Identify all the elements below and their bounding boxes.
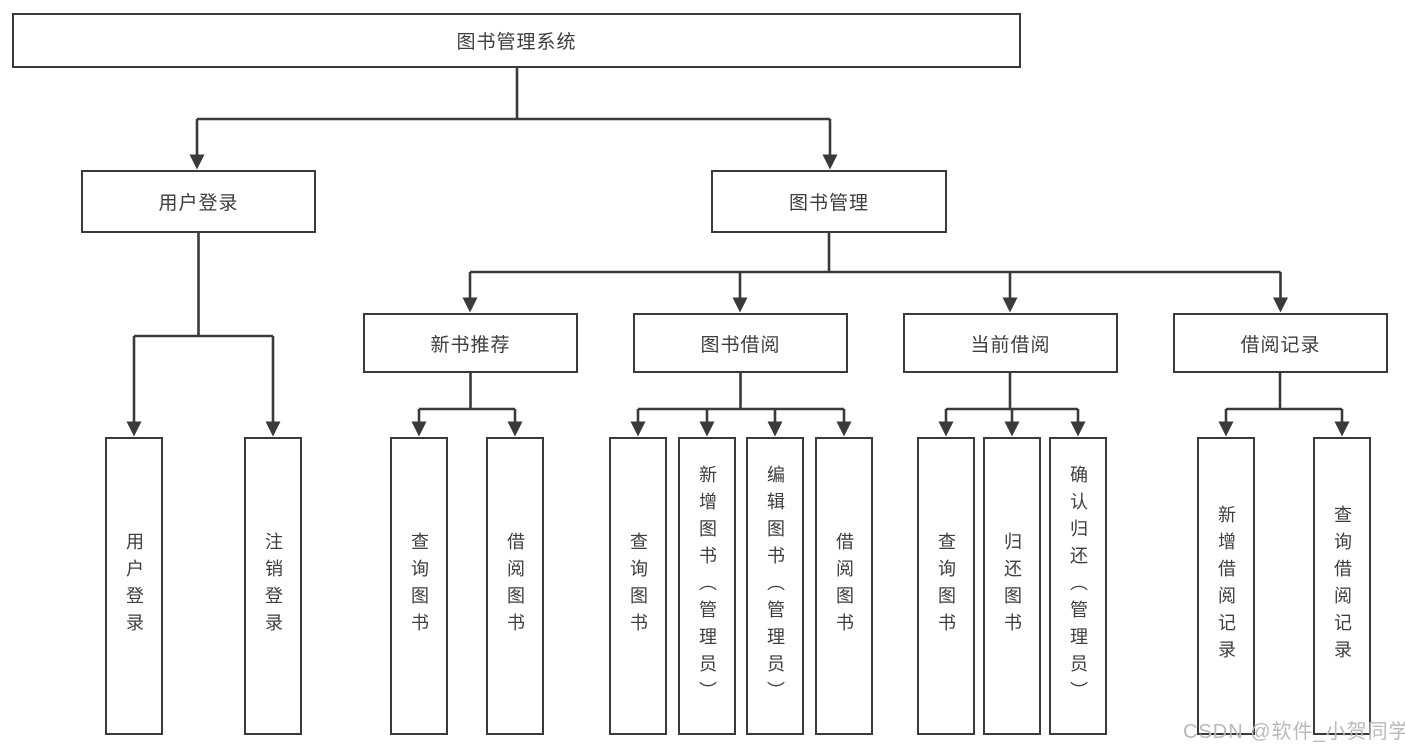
node-bb-query-books: 查询图书 <box>609 437 667 735</box>
node-library-system: 图书管理系统 <box>12 13 1021 68</box>
arrowhead-down <box>1070 421 1086 437</box>
node-label: 借阅图书 <box>834 532 854 640</box>
arrowhead-down <box>189 154 205 170</box>
node-book-management: 图书管理 <box>711 170 947 233</box>
node-label: 查询图书 <box>628 532 648 640</box>
arrowhead-down <box>1334 421 1350 437</box>
arrowhead-down <box>836 421 852 437</box>
arrowhead-down <box>411 421 427 437</box>
arrowhead-down <box>630 421 646 437</box>
node-label: 当前借阅 <box>970 334 1051 356</box>
node-label: 编辑图书（管理员） <box>765 464 785 708</box>
node-label: 图书管理 <box>788 193 869 214</box>
node-cb-return-books: 归还图书 <box>983 437 1041 735</box>
arrowhead-down <box>1273 297 1288 313</box>
connector-currentborrow-to-children <box>944 373 1080 423</box>
node-label: 图书借阅 <box>700 334 781 356</box>
node-br-add-record: 新增借阅记录 <box>1197 437 1255 735</box>
arrowhead-down <box>699 421 715 437</box>
node-label: 借阅记录 <box>1240 334 1321 356</box>
arrowhead-down <box>822 154 838 170</box>
node-label: 用户登录 <box>124 532 144 640</box>
node-label: 借阅图书 <box>505 532 525 640</box>
connector-borrowrecords-to-children <box>1224 373 1344 423</box>
node-label: 归还图书 <box>1002 532 1022 640</box>
node-logout: 注销登录 <box>244 437 302 735</box>
node-new-book-recommend: 新书推荐 <box>363 313 578 373</box>
node-label: 图书管理系统 <box>456 32 577 53</box>
arrowheads <box>126 154 1350 437</box>
node-cb-query-books: 查询图书 <box>917 437 975 735</box>
node-cb-confirm-return-admin: 确认归还（管理员） <box>1049 437 1107 735</box>
node-label: 查询图书 <box>409 532 429 640</box>
connector-bookmgmt-to-level3 <box>468 233 1282 299</box>
node-bb-borrow-books: 借阅图书 <box>815 437 873 735</box>
arrowhead-down <box>767 421 783 437</box>
node-label: 用户登录 <box>158 193 239 214</box>
connector-bookborrow-to-children <box>636 373 846 423</box>
node-book-borrowing: 图书借阅 <box>633 313 848 373</box>
arrowhead-down <box>938 421 954 437</box>
node-label: 新书推荐 <box>430 334 511 356</box>
arrowhead-down <box>265 421 281 437</box>
node-nb-query-books: 查询图书 <box>390 437 448 735</box>
node-user-login-action: 用户登录 <box>105 437 163 735</box>
csdn-watermark: CSDN @软件_小贺同学 <box>1183 721 1405 743</box>
arrowhead-down <box>126 421 142 437</box>
node-label: 注销登录 <box>263 532 283 640</box>
connector-root-to-level2 <box>195 67 832 156</box>
arrowhead-down <box>507 421 523 437</box>
node-label: 查询图书 <box>936 532 956 640</box>
node-label: 新增借阅记录 <box>1216 505 1236 667</box>
node-bb-edit-book-admin: 编辑图书（管理员） <box>746 437 804 735</box>
arrowhead-down <box>1218 421 1234 437</box>
node-br-query-record: 查询借阅记录 <box>1313 437 1371 735</box>
node-borrow-records: 借阅记录 <box>1173 313 1388 373</box>
arrowhead-down <box>1002 297 1018 313</box>
node-nb-borrow-books: 借阅图书 <box>486 437 544 735</box>
node-label: 查询借阅记录 <box>1332 505 1352 667</box>
node-label: 确认归还（管理员） <box>1068 464 1088 708</box>
connector-userlogin-to-children <box>132 233 275 423</box>
node-bb-add-book-admin: 新增图书（管理员） <box>678 437 736 735</box>
node-label: 新增图书（管理员） <box>697 464 717 708</box>
node-current-borrowing: 当前借阅 <box>903 313 1118 373</box>
node-user-login: 用户登录 <box>81 170 316 233</box>
arrowhead-down <box>462 297 478 313</box>
connector-newbooks-to-children <box>417 373 517 423</box>
arrowhead-down <box>732 297 748 313</box>
arrowhead-down <box>1004 421 1020 437</box>
